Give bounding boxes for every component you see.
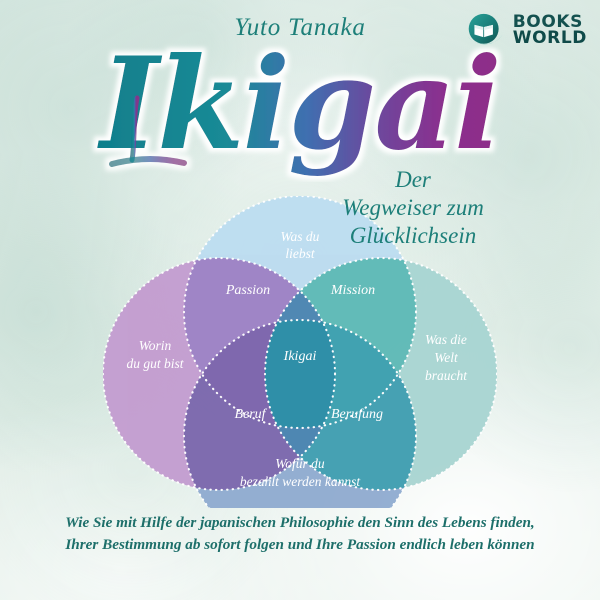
subtitle-line-2: Wegweiser zum (342, 195, 484, 221)
venn-label-ikigai: Ikigai (283, 349, 317, 364)
venn-label-beruf: Beruf (234, 407, 267, 422)
venn-label-right: Was die Welt braucht (425, 332, 468, 383)
venn-outline-left (103, 256, 337, 492)
subtitle-line-3: Glücklichsein (349, 223, 477, 249)
venn-label-top: Was du liebst (281, 229, 320, 261)
book-tagline: Wie Sie mit Hilfe der japanischen Philos… (0, 512, 600, 555)
tagline-line-2: Ihrer Bestimmung ab sofort folgen und Ih… (65, 535, 535, 553)
book-title: Ikigai (0, 42, 600, 182)
venn-label-bottom-line-2: bezahlt werden kannst (240, 474, 361, 489)
ikigai-venn-diagram: Was du liebst Worin du gut bist Was die … (103, 196, 497, 508)
publisher-name-line-1: BOOKS (512, 12, 584, 33)
venn-outline-right (263, 256, 497, 492)
venn-label-berufung: Berufung (331, 407, 383, 422)
publisher-name-line-2: WORLD (512, 28, 587, 48)
open-book-globe-icon (467, 13, 503, 45)
venn-label-right-line-1: Was die (425, 332, 467, 347)
subtitle-line-1: Der (395, 167, 431, 192)
venn-outline-bottom (182, 318, 418, 508)
venn-label-mission: Mission (330, 283, 375, 298)
venn-label-left-line-2: du gut bist (126, 356, 184, 371)
book-subtitle: Der Wegweiser zum Glücklichsein (278, 166, 548, 250)
venn-center-ikigai (265, 320, 335, 428)
venn-outline-top (182, 196, 418, 430)
venn-label-bottom: Wofür du bezahlt werden kannst (240, 456, 361, 489)
venn-label-top-line-2: liebst (285, 246, 315, 261)
publisher-wordmark: BOOKS WORLD (512, 12, 587, 48)
venn-label-bottom-line-1: Wofür du (275, 456, 325, 471)
venn-label-right-line-3: braucht (425, 368, 468, 383)
tagline-line-1: Wie Sie mit Hilfe der japanischen Philos… (65, 514, 535, 531)
venn-label-left-line-1: Worin (139, 338, 172, 353)
venn-overlap-berufung (265, 320, 416, 490)
publisher-logo: BOOKS WORLD (463, 9, 587, 53)
venn-label-top-line-1: Was du (281, 229, 320, 244)
venn-svg: Was du liebst Worin du gut bist Was die … (103, 196, 497, 508)
title-artwork: Ikigai (97, 42, 502, 178)
author-name: Yuto Tanaka (234, 14, 366, 41)
venn-overlap-beruf (184, 320, 335, 490)
venn-label-passion: Passion (225, 283, 270, 298)
title-text: Ikigai (97, 42, 500, 178)
venn-label-right-line-2: Welt (434, 350, 459, 365)
venn-label-left: Worin du gut bist (126, 338, 184, 371)
